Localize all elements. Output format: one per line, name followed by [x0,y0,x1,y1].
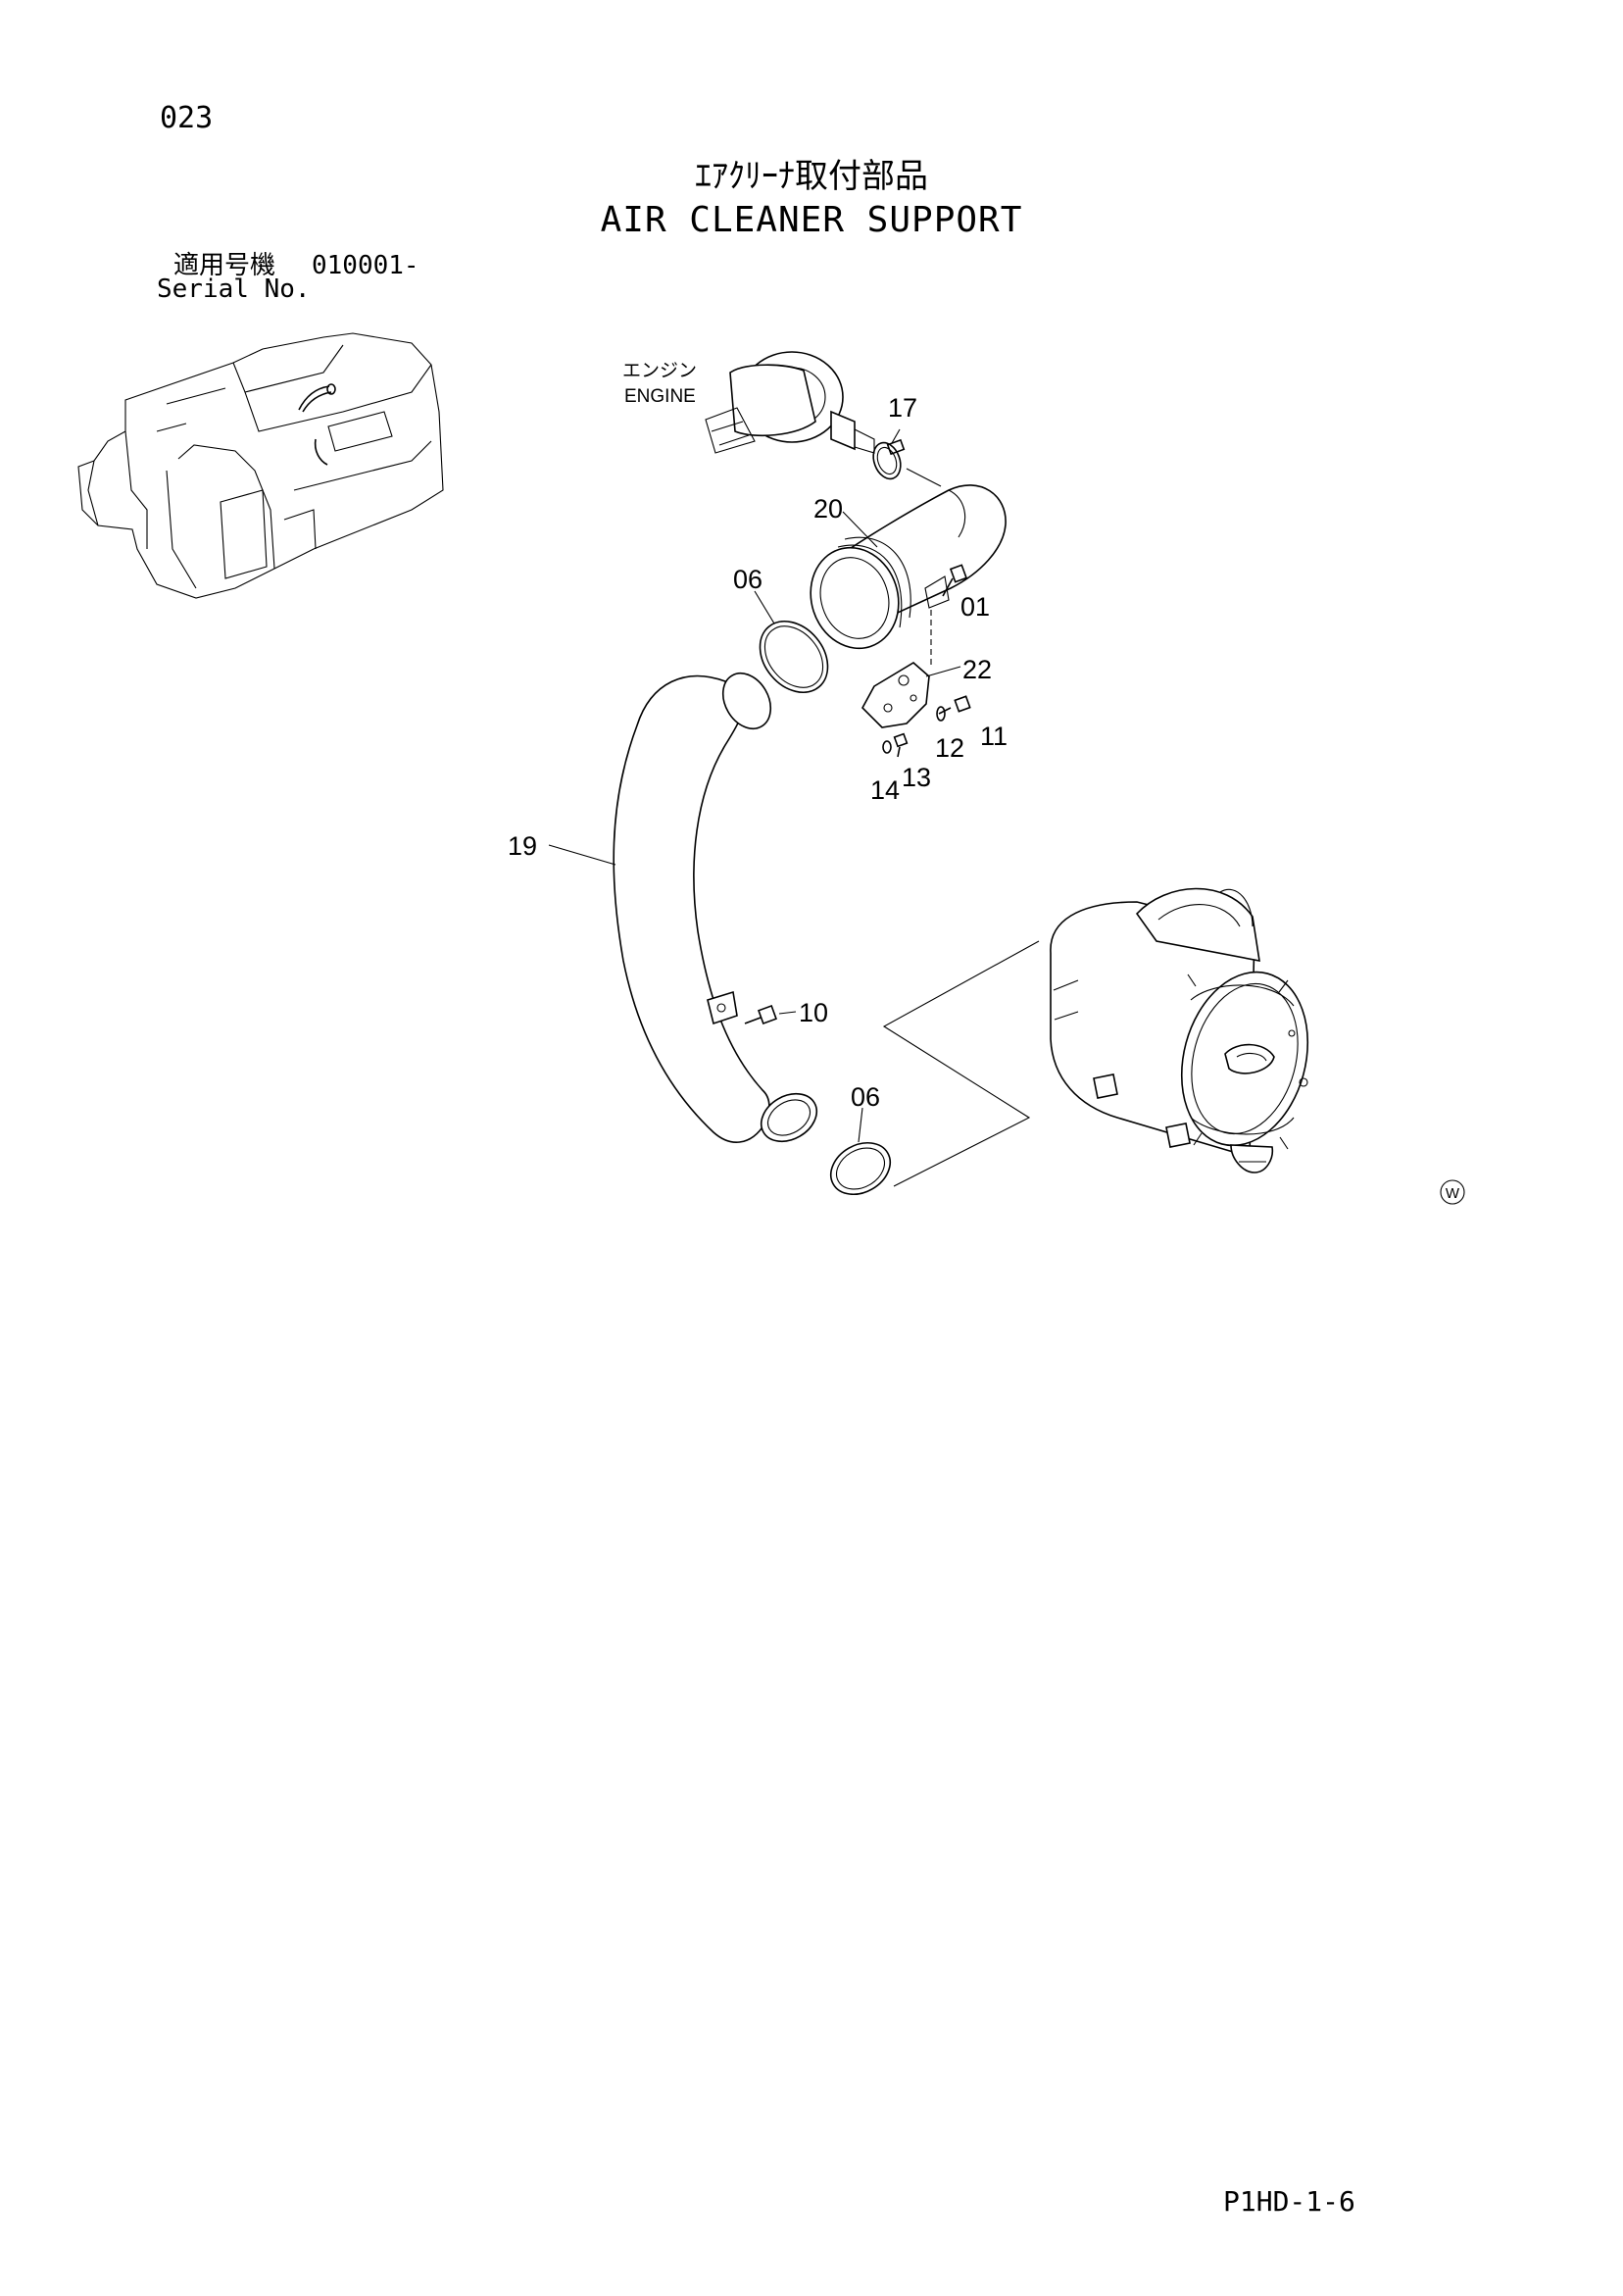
bolt-11 [938,695,971,715]
callout-13: 13 [902,763,931,792]
callout-11: 11 [980,722,1008,751]
engine-label-japanese: エンジン [622,361,697,381]
hose-clamp-06-lower [830,1141,891,1196]
callout-06-lower: 06 [851,1082,880,1112]
bracket-22 [861,662,961,728]
bolt-10 [744,1005,777,1024]
hose-bracket [707,990,738,1025]
callout-20: 20 [813,494,843,524]
excavator-overview-drawing [77,332,444,599]
callout-06-upper: 06 [733,565,762,594]
serial-label: Serial No. [157,275,311,304]
callout-19: 19 [508,831,537,861]
w-mark: W [1440,1179,1465,1205]
serial-label-japanese: 適用号機 [173,251,276,280]
callout-22: 22 [962,655,992,684]
callout-14: 14 [870,775,900,805]
callout-01: 01 [960,592,990,622]
washer-14 [882,740,892,754]
callout-17: 17 [888,393,917,423]
intake-hose-19 [613,672,818,1143]
bolt-13 [893,732,909,758]
elbow-tube-20 [810,484,1007,650]
page-number: 023 [160,101,214,135]
callout-10: 10 [799,998,828,1027]
document-code: P1HD-1-6 [1223,2185,1355,2218]
bolt-01 [942,564,968,597]
w-mark-letter: W [1446,1185,1460,1202]
washer-12 [936,706,946,722]
engine-label: ENGINE [624,386,696,407]
air-cleaner-assembly [1050,887,1309,1173]
page-title: AIR CLEANER SUPPORT [600,200,1023,240]
hose-clamp-06-upper [759,620,829,694]
engine-turbocharger-drawing: エンジン ENGINE [622,351,875,454]
serial-range: 010001- [312,251,419,280]
page-title-japanese: ｴｱｸﾘｰﾅ取付部品 [695,157,928,196]
callout-12: 12 [935,733,964,763]
hose-clamp-17 [872,438,906,480]
